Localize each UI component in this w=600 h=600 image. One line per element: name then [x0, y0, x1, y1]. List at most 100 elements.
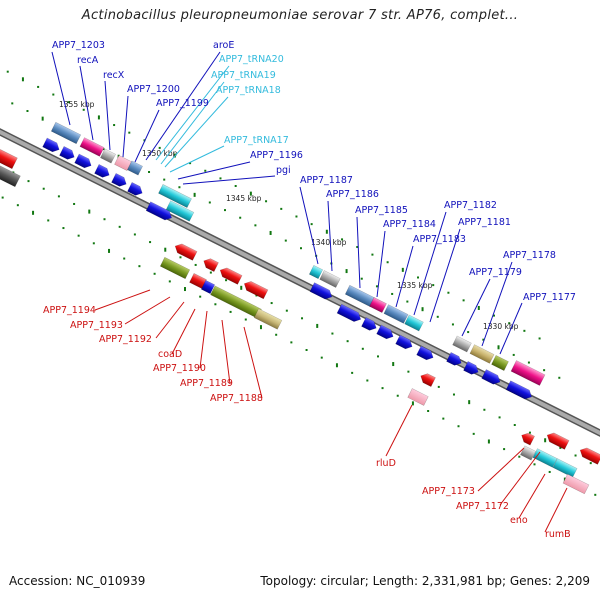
gene-label-aroe[interactable]: aroE: [213, 40, 234, 51]
gene-features: [0, 121, 600, 495]
reverse-gene-labels: APP7_1194 APP7_1193 APP7_1192 coaD APP7_…: [43, 305, 571, 540]
gene-arrow-fwd[interactable]: [376, 324, 396, 341]
gene-arrow-fwd[interactable]: [505, 380, 534, 402]
gene-box-app7-1184[interactable]: [369, 297, 387, 313]
gene-box-app7-1186[interactable]: [319, 270, 341, 288]
gene-label-rumb[interactable]: rumB: [545, 529, 571, 540]
gene-box-app7-1176[interactable]: [510, 360, 546, 386]
gene-label-app7-1173[interactable]: APP7_1173: [422, 486, 475, 497]
gene-label-app7-1179[interactable]: APP7_1179: [469, 267, 522, 278]
gene-arrow-fwd[interactable]: [446, 352, 464, 367]
gene-arrow-rev[interactable]: [545, 431, 570, 450]
gene-arrow-fwd[interactable]: [111, 173, 129, 188]
gene-arrow-rev[interactable]: [578, 446, 600, 465]
gene-label-app7-1183[interactable]: APP7_1183: [413, 234, 466, 245]
gene-arrow-fwd[interactable]: [361, 317, 379, 332]
gene-box-trna[interactable]: [165, 200, 195, 222]
kbp-label-1345: 1345 kbp: [226, 194, 262, 203]
gene-label-app7-1203[interactable]: APP7_1203: [52, 40, 105, 51]
gene-box-app7-1178[interactable]: [469, 344, 495, 364]
gene-box-app7-1179[interactable]: [452, 335, 472, 353]
gene-arrow-fwd[interactable]: [42, 137, 62, 154]
gene-arrow-rev[interactable]: [242, 279, 269, 300]
gene-box-app7-1172[interactable]: [532, 448, 558, 468]
gene-label-app7-1196[interactable]: APP7_1196: [250, 150, 303, 161]
gene-label-app7-1189[interactable]: APP7_1189: [180, 378, 233, 389]
gene-label-app7-1192[interactable]: APP7_1192: [99, 334, 152, 345]
trna-label-20[interactable]: APP7_tRNA20: [219, 54, 284, 65]
gene-box-app7-1203[interactable]: [50, 121, 82, 145]
gene-arrow-rev[interactable]: [218, 266, 243, 285]
gene-label-app7-1181[interactable]: APP7_1181: [458, 217, 511, 228]
gene-box-app7-1200[interactable]: [114, 155, 132, 171]
gene-label-coad[interactable]: coaD: [158, 349, 182, 360]
gene-label-rlud[interactable]: rluD: [376, 458, 396, 469]
gene-label-app7-1199[interactable]: APP7_1199: [156, 98, 209, 109]
gene-edge-grey[interactable]: [0, 164, 21, 188]
gene-arrow-fwd[interactable]: [463, 361, 481, 376]
trna-label-19[interactable]: APP7_tRNA19: [211, 70, 276, 81]
gene-arrow-fwd[interactable]: [94, 164, 112, 179]
gene-label-pgi[interactable]: pgi: [276, 165, 291, 176]
leader-line: [134, 109, 160, 163]
gene-box-coad[interactable]: [200, 279, 216, 295]
gene-label-recx[interactable]: recX: [103, 70, 125, 81]
gene-label-app7-1190[interactable]: APP7_1190: [153, 363, 206, 374]
gene-label-app7-1178[interactable]: APP7_1178: [503, 250, 556, 261]
gene-box-app7-1183[interactable]: [383, 304, 409, 324]
trna-label-18[interactable]: APP7_tRNA18: [216, 85, 281, 96]
gene-box-rluD[interactable]: [407, 388, 429, 406]
gene-box-app7-1194[interactable]: [159, 256, 191, 280]
gene-label-app7-1186[interactable]: APP7_1186: [326, 189, 379, 200]
gene-box-app7-1187[interactable]: [308, 264, 324, 280]
gene-label-app7-1184[interactable]: APP7_1184: [383, 219, 436, 230]
gene-box-app7-1177[interactable]: [491, 355, 509, 371]
leader-line: [477, 447, 525, 492]
gene-arrow-fwd[interactable]: [395, 334, 415, 351]
leader-line: [160, 81, 225, 165]
gene-label-app7-1182[interactable]: APP7_1182: [444, 200, 497, 211]
gene-edge-red[interactable]: [0, 147, 18, 170]
leader-line: [182, 175, 276, 185]
gene-box-recx[interactable]: [100, 148, 116, 164]
gene-box-app7-1173[interactable]: [520, 445, 536, 461]
gene-box-app7-1185[interactable]: [344, 284, 376, 308]
gene-box-eno[interactable]: [552, 458, 578, 478]
gene-arrow-fwd[interactable]: [416, 345, 436, 362]
gene-box-aroe[interactable]: [158, 184, 192, 208]
gene-arrow-fwd[interactable]: [127, 182, 145, 197]
gene-box-app7-1199[interactable]: [127, 160, 143, 176]
gene-box-rumB[interactable]: [562, 473, 590, 495]
gene-arrow-rluD[interactable]: [419, 371, 436, 387]
gene-arrow-rev[interactable]: [173, 242, 198, 261]
leader-line: [327, 200, 333, 272]
genome-summary-text: Topology: circular; Length: 2,331,981 bp…: [260, 574, 590, 588]
gene-label-app7-1194[interactable]: APP7_1194: [43, 305, 96, 316]
accession-text: Accession: NC_010939: [9, 574, 146, 588]
leader-line: [499, 302, 523, 355]
gene-label-app7-1200[interactable]: APP7_1200: [127, 84, 180, 95]
gene-label-app7-1187[interactable]: APP7_1187: [300, 175, 353, 186]
gene-label-app7-1172[interactable]: APP7_1172: [456, 501, 509, 512]
gene-label-app7-1188[interactable]: APP7_1188: [210, 393, 263, 404]
gene-arrow-fwd[interactable]: [59, 146, 77, 161]
leader-line: [94, 289, 151, 311]
trna-label-17[interactable]: APP7_tRNA17: [224, 135, 289, 146]
gene-box-app7-1182[interactable]: [404, 314, 424, 332]
gene-label-eno[interactable]: eno: [510, 515, 528, 526]
gene-arrow-fwd[interactable]: [481, 369, 503, 386]
gene-arrow-fwd[interactable]: [336, 303, 363, 324]
gene-box-reca[interactable]: [79, 137, 105, 157]
gene-label-app7-1185[interactable]: APP7_1185: [355, 205, 408, 216]
gene-box-app7-1188[interactable]: [253, 308, 283, 330]
gene-arrow-fwd[interactable]: [74, 153, 94, 170]
leader-line: [145, 51, 221, 161]
gene-arrow-rev[interactable]: [202, 256, 219, 272]
leader-line: [155, 65, 230, 161]
gene-label-reca[interactable]: recA: [77, 55, 99, 66]
gene-label-app7-1193[interactable]: APP7_1193: [70, 320, 123, 331]
leader-line: [385, 404, 413, 457]
gene-label-app7-1177[interactable]: APP7_1177: [523, 292, 576, 303]
gene-arrow-rev[interactable]: [519, 431, 535, 446]
gene-arrow-fwd[interactable]: [309, 282, 334, 302]
